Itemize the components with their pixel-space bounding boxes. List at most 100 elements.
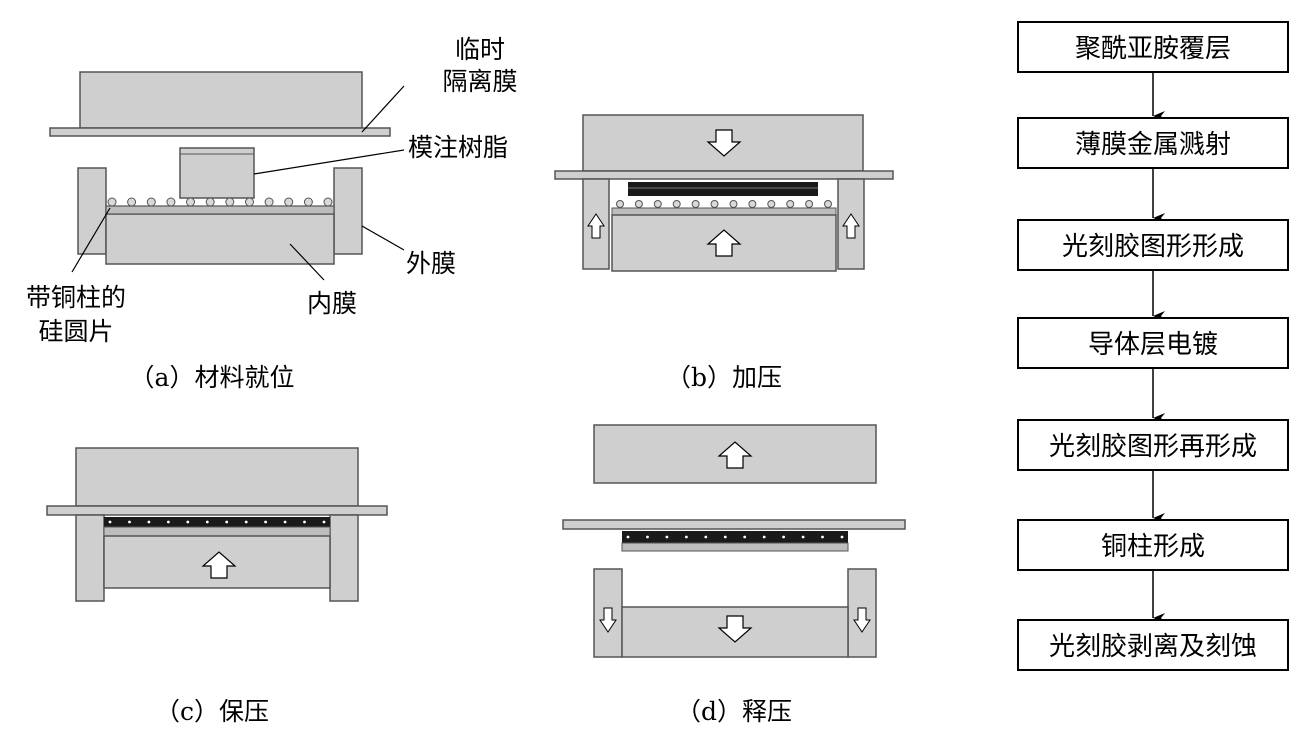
flow-step-1: 聚酰亚胺覆层 (1075, 34, 1231, 64)
leader-temp-film (361, 85, 405, 133)
resin-layer-b (628, 182, 818, 196)
down-arrow-icon (717, 615, 753, 643)
copper-pillar (710, 200, 719, 208)
copper-pillar (685, 535, 688, 539)
temp-release-film-b (554, 170, 894, 180)
copper-pillar (646, 535, 649, 539)
copper-pillar (821, 535, 824, 539)
up-arrow-icon (201, 551, 237, 579)
panel-d: （d）释压 (562, 424, 906, 726)
leader-outer-film (361, 225, 405, 251)
copper-pillar (225, 520, 229, 524)
panel-b: （b）加压 (554, 114, 894, 392)
copper-pillars-b (616, 200, 832, 208)
copper-pillar (264, 197, 274, 207)
caption-a: （a）材料就位 (130, 363, 295, 392)
copper-pillar (205, 520, 209, 524)
copper-pillar (634, 200, 643, 208)
molding-resin-block (179, 147, 255, 199)
label-wafer-line2: 硅圆片 (38, 317, 113, 346)
copper-pillar (264, 520, 267, 524)
flow-step-box-2 (1017, 117, 1289, 169)
copper-pillar (743, 535, 747, 539)
outer-film-left-c (75, 514, 105, 602)
copper-pillar (840, 535, 844, 539)
leader-wafer (71, 207, 111, 273)
panel-a: 临时 隔离膜 模注树脂 外膜 带铜柱的 硅圆片 内膜 （a）材料就位 (26, 35, 518, 392)
inner-film (105, 213, 335, 265)
copper-pillar (723, 535, 727, 539)
copper-pillar (626, 535, 630, 539)
copper-pillar (323, 197, 333, 207)
flow-step-box-4 (1017, 317, 1289, 369)
down-arrow-icon (599, 607, 617, 633)
flow-step-box-7 (1017, 619, 1289, 671)
copper-pillar (762, 535, 766, 539)
up-arrow-icon (842, 213, 860, 239)
copper-pillar (729, 200, 738, 208)
copper-pillar (616, 200, 624, 208)
label-inner-film: 内膜 (307, 289, 357, 318)
copper-pillars (107, 197, 333, 207)
pillar-dots-c (108, 520, 326, 524)
copper-pillar (205, 197, 215, 207)
label-outer-film: 外膜 (406, 249, 456, 278)
copper-pillar (245, 197, 254, 207)
flow-step-7: 光刻胶剥离及刻蚀 (1049, 632, 1257, 662)
label-temp-film-line2: 隔离膜 (442, 67, 517, 96)
copper-pillar (748, 200, 757, 208)
leader-resin (253, 149, 405, 175)
caption-c: （c）保压 (155, 697, 269, 726)
copper-pillar (691, 200, 700, 208)
resin-layer-c (104, 517, 330, 527)
copper-pillar (128, 520, 131, 524)
up-arrow-icon (587, 213, 605, 239)
temp-release-film-c (46, 505, 388, 516)
copper-pillar (704, 535, 708, 539)
down-arrow-icon (853, 607, 871, 633)
copper-pillar (107, 197, 117, 207)
outer-film-left-b (582, 178, 610, 270)
flow-step-6: 铜柱形成 (1101, 532, 1205, 562)
process-flowchart: 聚酰亚胺覆层 薄膜金属溅射 光刻胶图形形成 导体层电镀 光刻胶图形再形成 铜柱形… (1017, 21, 1289, 671)
copper-pillar (147, 520, 151, 524)
copper-pillar (824, 200, 832, 208)
copper-pillar (167, 520, 170, 524)
copper-pillar (767, 200, 776, 208)
leader-inner-film (289, 243, 325, 281)
copper-pillar (186, 197, 195, 207)
copper-pillar (225, 197, 235, 207)
copper-pillar (672, 200, 681, 208)
copper-pillar (283, 520, 287, 524)
caption-d: （d）释压 (676, 697, 792, 726)
copper-pillar (322, 520, 326, 524)
copper-pillar (303, 520, 306, 524)
outer-film-right (333, 167, 363, 255)
copper-pillar (653, 200, 662, 208)
flow-step-3: 光刻胶图形形成 (1062, 232, 1244, 262)
copper-pillar (244, 520, 248, 524)
outer-film-right-c (329, 514, 359, 602)
caption-b: （b）加压 (666, 363, 782, 392)
label-molding-resin: 模注树脂 (408, 133, 508, 162)
copper-pillar (786, 200, 795, 208)
label-wafer-line1: 带铜柱的 (26, 283, 126, 312)
copper-pillar (186, 520, 190, 524)
copper-pillar (665, 535, 669, 539)
flow-step-5: 光刻胶图形再形成 (1049, 432, 1257, 462)
copper-pillar (127, 197, 137, 207)
flow-step-box-6 (1017, 519, 1289, 571)
temp-release-film-d (562, 519, 906, 530)
copper-pillar (303, 197, 313, 207)
upper-press-block-c (75, 447, 359, 507)
outer-film-left (77, 167, 107, 255)
flow-step-box-1 (1017, 21, 1289, 73)
flow-step-4: 导体层电镀 (1088, 330, 1218, 360)
pillar-dots-d (626, 535, 844, 539)
flow-step-box-3 (1017, 219, 1289, 271)
flow-step-2: 薄膜金属溅射 (1075, 130, 1231, 160)
wafer-d (621, 542, 849, 552)
copper-pillar (146, 197, 156, 207)
